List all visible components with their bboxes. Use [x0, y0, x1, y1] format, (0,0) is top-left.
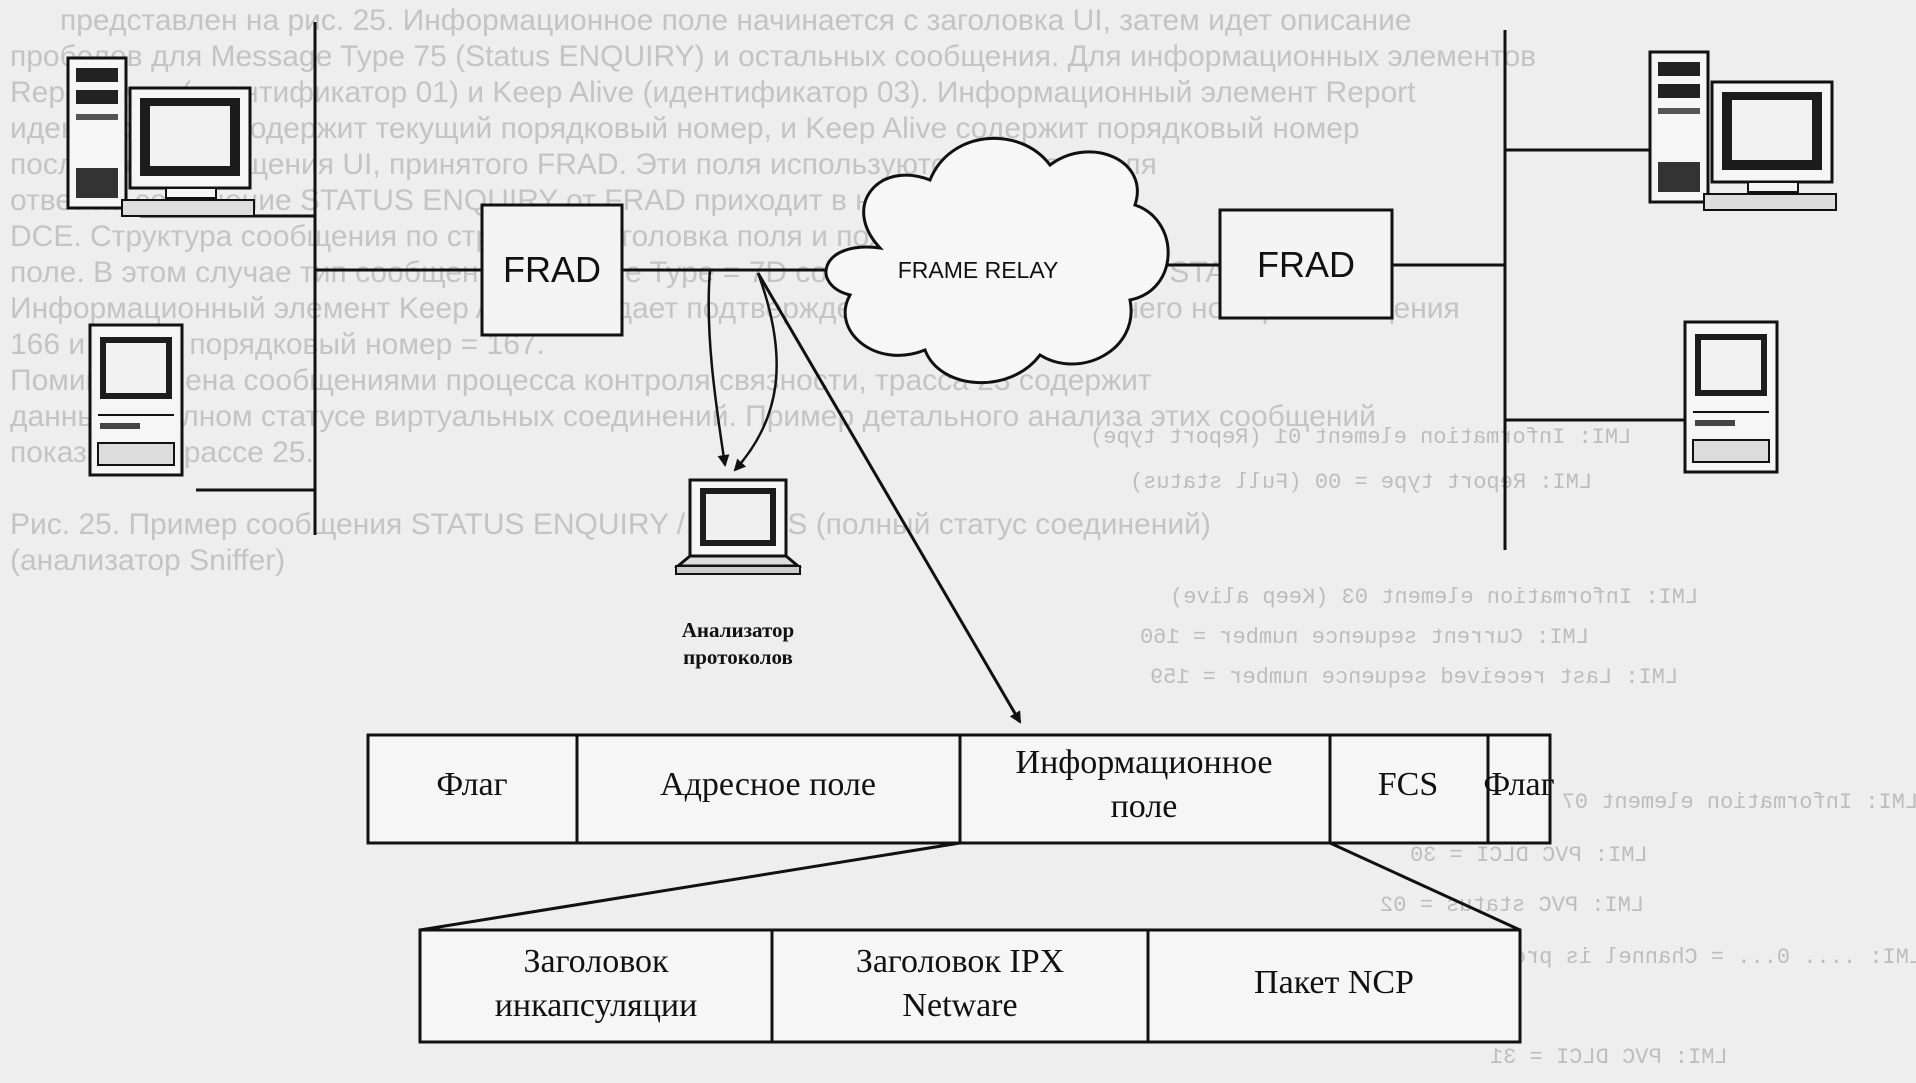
frame-address-field: Адресное поле	[660, 766, 876, 803]
ncp-packet: Пакет NCP	[1254, 964, 1414, 1001]
frad-right-box	[1218, 208, 1394, 320]
frad-left-label: FRAD	[503, 249, 601, 290]
protocol-analyzer-laptop-icon	[673, 478, 803, 575]
encapsulation-header-line1: Заголовок	[523, 943, 669, 980]
expansion-line-right	[1329, 841, 1521, 932]
analyzer-tap-line	[733, 272, 778, 472]
frame-flag-end-visible: Флаг	[1483, 766, 1554, 803]
analyzer-label-line1: Анализатор	[682, 618, 794, 642]
ipx-header-line2: Netware	[902, 987, 1017, 1024]
frame-flag-start: Флаг	[436, 766, 507, 803]
frame-information-field-line2: поле	[1111, 788, 1178, 825]
analyzer-tap-line	[707, 269, 730, 467]
encapsulated-packet-row	[418, 928, 1522, 1044]
analyzer-label-line2: протоколов	[683, 645, 793, 669]
frad-left-box	[480, 203, 624, 337]
frame-information-field-line1: Информационное	[1016, 744, 1273, 781]
expansion-line-left	[419, 841, 961, 932]
workstation-icon	[66, 56, 256, 218]
frame-fcs: FCS	[1378, 766, 1439, 803]
workstation-icon	[1648, 50, 1838, 212]
frad-right-label: FRAD	[1257, 244, 1355, 285]
macintosh-computer-icon	[1683, 320, 1779, 474]
macintosh-computer-icon	[88, 323, 184, 477]
encapsulation-header-line2: инкапсуляции	[495, 987, 698, 1024]
frame-relay-label: FRAME RELAY	[898, 257, 1059, 283]
frame-format-row	[366, 733, 1552, 845]
ipx-header-line1: Заголовок IPX	[856, 943, 1064, 980]
pointer-arrow-to-information-field	[756, 272, 1022, 724]
frame-relay-cloud	[824, 136, 1170, 385]
